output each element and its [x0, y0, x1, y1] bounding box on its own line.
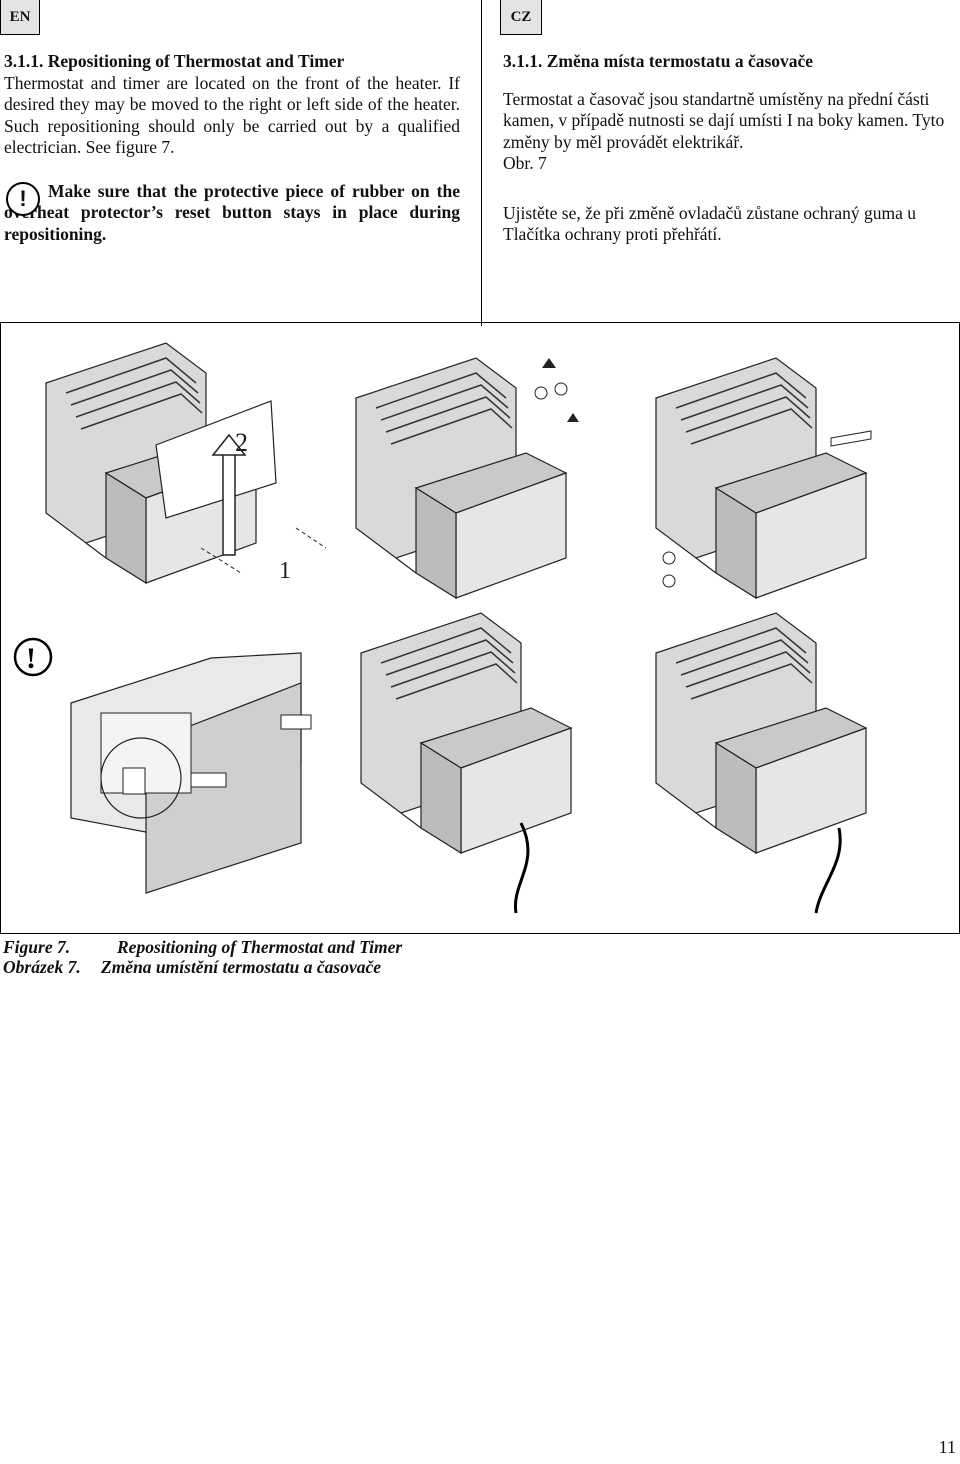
- column-divider: [481, 0, 482, 326]
- figure-reference-cz: Obr. 7: [503, 153, 547, 173]
- english-column: 3.1.1. Repositioning of Thermostat and T…: [4, 51, 460, 245]
- warning-note-en: ! Make sure that the protective piece of…: [4, 181, 460, 246]
- figure-caption: Figure 7. Repositioning of Thermostat and…: [3, 937, 402, 977]
- warning-text-en: Make sure that the protective piece of r…: [4, 180, 460, 244]
- step-2-label: 2: [235, 428, 248, 457]
- caption-text-cz: Změna umístění termostatu a časovače: [101, 957, 381, 977]
- warning-symbol: !: [26, 642, 36, 675]
- figure-7-illustration: 2 1 !: [0, 322, 960, 934]
- caption-text-en: Repositioning of Thermostat and Timer: [117, 937, 403, 957]
- heater-diagrams: 2 1 !: [13, 342, 872, 914]
- caption-label-en: Figure 7.: [3, 937, 71, 957]
- language-tag-cz: CZ: [500, 0, 542, 35]
- czech-column: 3.1.1. Změna místa termostatu a časovače…: [503, 51, 960, 246]
- page-number: 11: [938, 1437, 956, 1457]
- language-tag-en: EN: [0, 0, 40, 35]
- caption-label-cz: Obrázek 7.: [3, 957, 81, 977]
- section-heading-en: 3.1.1. Repositioning of Thermostat and T…: [4, 51, 345, 71]
- warning-icon: [13, 637, 53, 677]
- warning-text-cz: Ujistěte se, že při změně ovladačů zůsta…: [503, 202, 917, 245]
- section-body-cz: Termostat a časovač jsou standartně umís…: [503, 88, 945, 152]
- section-body-en: Thermostat and timer are located on the …: [4, 72, 460, 158]
- warning-icon: !: [6, 181, 40, 216]
- step-1-label: 1: [279, 558, 291, 584]
- section-heading-cz: 3.1.1. Změna místa termostatu a časovače: [503, 51, 814, 71]
